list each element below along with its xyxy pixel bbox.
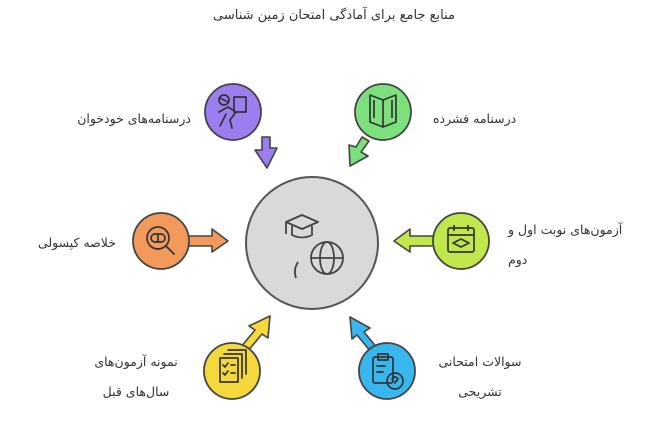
capsule-search-icon — [146, 226, 175, 255]
globe-icon — [293, 241, 344, 279]
open-book-icon — [369, 94, 397, 128]
node-past-tests — [203, 315, 271, 400]
node-self-study — [204, 83, 278, 169]
graduation-cap-icon — [285, 214, 319, 239]
label-summary-notes: درسنامه فشرده — [433, 111, 517, 126]
checklist-icon — [219, 349, 247, 383]
diagram-title: منابع جامع برای آمادگی امتحان زمین شناسی — [213, 8, 455, 23]
calendar-cap-icon — [447, 225, 475, 253]
question-doc-icon — [372, 353, 404, 390]
study-person-icon — [218, 94, 247, 129]
node-exams — [393, 212, 490, 270]
label-self-study: درسنامه‌های خودخوان — [77, 111, 191, 126]
label-descriptive: سوالات امتحانی تشریحی — [438, 354, 522, 399]
node-summary-notes — [348, 83, 412, 167]
center-node — [245, 176, 379, 310]
label-past-tests: نمونه آزمون‌های سال‌های قبل — [94, 354, 178, 399]
label-capsule: خلاصه کپسولی — [37, 235, 116, 250]
label-exams: آزمون‌های نوبت اول و دوم — [508, 222, 623, 267]
node-capsule — [132, 212, 229, 270]
node-descriptive — [349, 316, 416, 400]
